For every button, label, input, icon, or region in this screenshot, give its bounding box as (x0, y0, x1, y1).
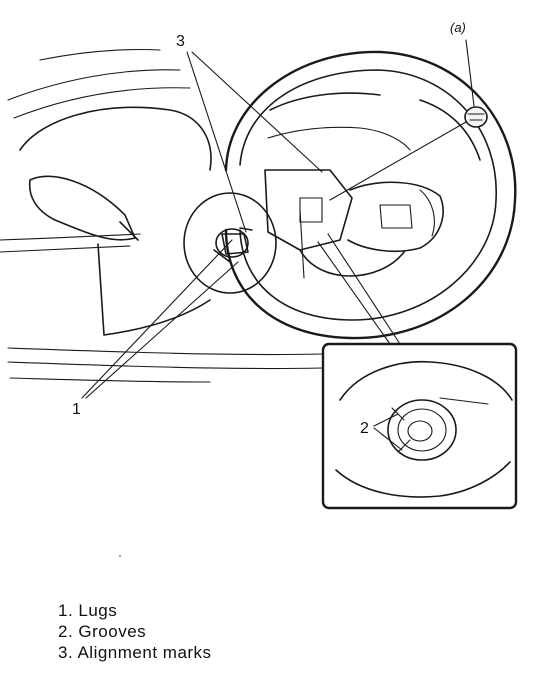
alignment-mark-leaders (186, 51, 323, 279)
steering-wheel-diagram: 3 (a) 1 2 (0, 20, 518, 557)
dashboard-outline (0, 48, 323, 383)
legend-item-alignment-marks: 3. Alignment marks (58, 643, 212, 662)
steering-wheel (224, 50, 517, 340)
scan-speck (119, 555, 121, 557)
callout-2: 2 (360, 420, 369, 437)
lug-leaders (81, 239, 239, 399)
detail-inset (321, 342, 518, 510)
callout-1: 1 (72, 401, 81, 418)
legend-item-grooves: 2. Grooves (58, 622, 147, 641)
column-shroud (19, 106, 212, 336)
legend: 1. Lugs 2. Grooves 3. Alignment marks (58, 600, 212, 663)
callout-3: 3 (176, 33, 185, 50)
steering-boss (183, 192, 277, 294)
callout-a: (a) (450, 20, 466, 35)
legend-item-lugs: 1. Lugs (58, 601, 118, 620)
inset-leaders (317, 233, 401, 345)
steering-nut-icon (329, 39, 488, 201)
